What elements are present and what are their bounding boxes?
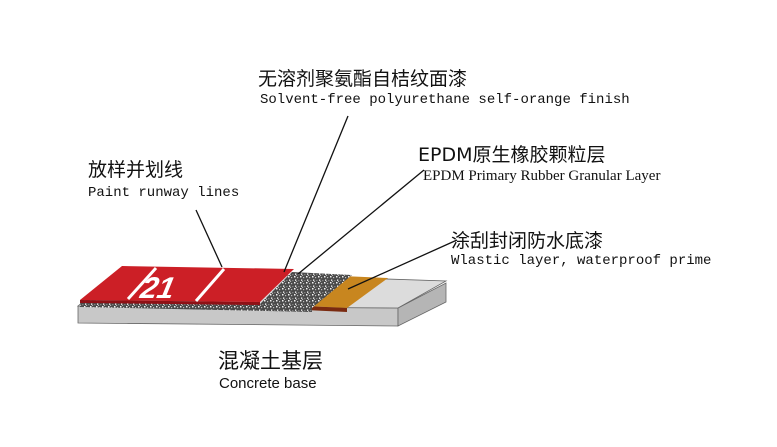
leader-finish: [283, 115, 349, 273]
epdm-granule-layer: [258, 272, 352, 308]
base-label-en: Concrete base: [219, 375, 317, 392]
finish-label-cn: 无溶剂聚氨酯自桔纹面漆: [258, 68, 468, 90]
base-label-cn: 混凝土基层: [218, 349, 323, 373]
primer-label-cn: 涂刮封闭防水底漆: [451, 230, 604, 252]
epdm-label-en: EPDM Primary Rubber Granular Layer: [423, 168, 661, 184]
lines-label-cn: 放样并划线: [88, 159, 184, 181]
epdm-label-cn: EPDM原生橡胶颗粒层: [418, 144, 606, 166]
leader-primer: [347, 239, 458, 290]
lines-label-en: Paint runway lines: [88, 185, 240, 201]
primer-layer-edge: [305, 306, 347, 312]
red-finish-surface: [80, 266, 294, 302]
finish-label-en: Solvent-free polyurethane self-orange fi…: [260, 92, 630, 108]
concrete-base-side: [397, 282, 447, 327]
lane-line-1: [126, 266, 158, 301]
primer-label-en: Wlastic layer, waterproof prime: [451, 253, 712, 269]
primer-layer: [305, 276, 388, 308]
leader-epdm: [297, 169, 425, 275]
red-finish-edge: [80, 300, 260, 305]
lane-line-2: [194, 268, 226, 302]
leader-lines: [195, 209, 223, 268]
